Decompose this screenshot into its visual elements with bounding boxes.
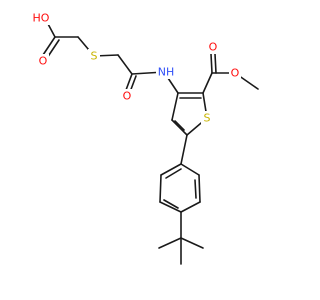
amide-nh-text: NH — [158, 66, 175, 79]
ester-carbonyl-oxygen-text: O — [209, 41, 218, 54]
ester-carbonyl-oxygen-label: O — [207, 40, 219, 54]
thioether-sulfur-text: S — [91, 50, 98, 63]
ring-sulfur-text: S — [204, 112, 211, 125]
amide-oxygen-text: O — [123, 90, 132, 103]
thioether-sulfur-label: S — [88, 49, 100, 63]
bond-amide-c-o-double-a — [125, 73, 133, 91]
hydroxyl-oxygen-text: HO — [33, 12, 50, 25]
bond-ring-c4-c3 — [171, 92, 179, 121]
bond-benzene-inner-1 — [165, 168, 182, 179]
bond-layer — [42, 21, 259, 265]
amide-nh-label: NH — [156, 65, 176, 79]
bond-ch2-amide-c — [117, 54, 133, 75]
amide-oxygen-label: O — [121, 89, 133, 103]
bond-benzene-inner-3 — [163, 199, 179, 209]
bond-benzene-4 — [159, 201, 182, 213]
hydroxyl-oxygen-label: HO — [30, 11, 52, 25]
bond-acid-c-o-double-a — [42, 36, 56, 56]
bond-ring-c5-c4-b — [174, 120, 185, 131]
bond-tbutyl-methyl-right — [180, 237, 204, 249]
bond-c5-aryl — [180, 134, 188, 165]
bond-ester-c-o-double-b — [214, 53, 217, 74]
bond-benzene-inner-2 — [194, 179, 197, 199]
atom-label-layer: HO O S O NH O O S — [30, 11, 241, 125]
bond-tbutyl-methyl-left — [158, 237, 182, 249]
acid-carbonyl-oxygen-label: O — [37, 54, 49, 68]
bond-ring-c5-c4-a — [171, 119, 188, 136]
bond-benzene-2 — [198, 174, 201, 203]
bond-benzene-5 — [159, 174, 162, 203]
ester-oxygen-text: O — [231, 67, 240, 80]
bond-benzene-6 — [160, 163, 182, 176]
ester-oxygen-label: O — [229, 66, 241, 80]
bond-benzene-3 — [180, 201, 201, 213]
bond-ring-ester-c — [202, 72, 213, 94]
ring-sulfur-label: S — [201, 111, 213, 125]
acid-carbonyl-oxygen-text: O — [39, 55, 48, 68]
bond-ester-c-o-double-a — [210, 53, 213, 74]
bond-benzene-1 — [180, 163, 200, 176]
molecule-structure-diagram: HO O S O NH O O S — [30, 11, 259, 265]
